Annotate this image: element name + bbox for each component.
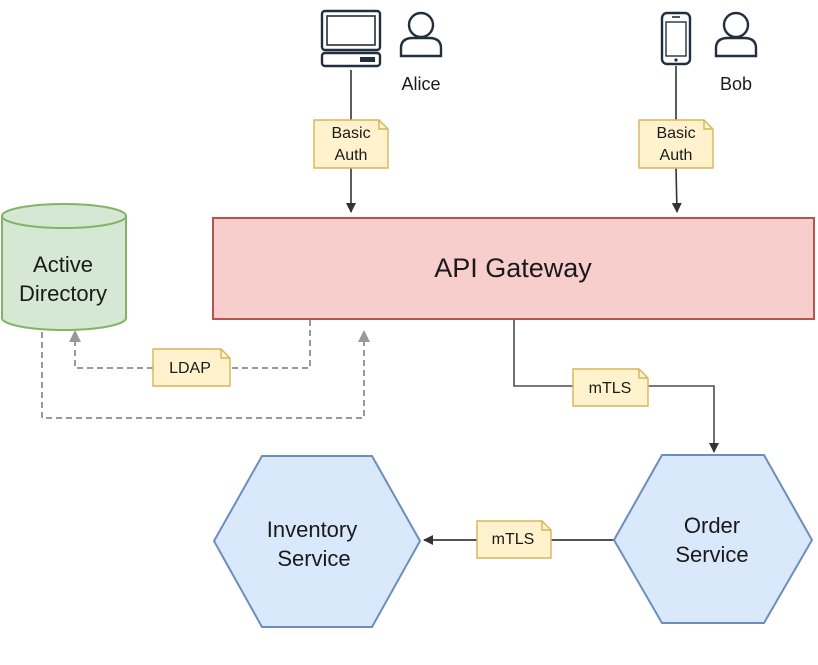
api-gateway-label: API Gateway — [434, 253, 592, 283]
bob-label: Bob — [720, 74, 752, 94]
alice-basic-auth-line2: Auth — [335, 147, 368, 164]
alice-user-icon — [399, 11, 443, 58]
inventory-service-line1: Inventory — [267, 517, 358, 542]
bob-basic-auth-line2: Auth — [660, 147, 693, 164]
ldap-label: LDAP — [169, 360, 211, 377]
edge-active-directory-to-gateway — [41, 330, 370, 419]
inventory-service-line2: Service — [277, 546, 350, 571]
edge-gateway-to-active-directory — [69, 320, 311, 369]
order-service-node[interactable]: Order Service — [612, 454, 814, 624]
mtls-order-inventory-label: mTLS — [492, 531, 535, 548]
order-service-line1: Order — [684, 513, 740, 538]
edge-gateway-to-order-service — [513, 320, 719, 453]
bob-basic-auth-line1: Basic — [656, 125, 695, 142]
inventory-service-node[interactable]: Inventory Service — [212, 455, 422, 628]
mtls-order-inventory-note[interactable]: mTLS — [476, 520, 552, 559]
bob-basic-auth-note[interactable]: Basic Auth — [638, 119, 714, 169]
mobile-phone-icon — [660, 11, 692, 66]
alice-label: Alice — [401, 74, 440, 94]
mtls-gateway-order-label: mTLS — [589, 380, 632, 397]
active-directory-line1: Active — [33, 252, 93, 277]
ldap-note[interactable]: LDAP — [152, 348, 231, 387]
alice-basic-auth-line1: Basic — [331, 125, 370, 142]
laptop-icon — [320, 9, 382, 68]
mtls-gateway-order-note[interactable]: mTLS — [572, 368, 649, 407]
active-directory-node[interactable]: Active Directory — [1, 203, 127, 331]
active-directory-line2: Directory — [19, 281, 107, 306]
bob-user-icon — [714, 11, 758, 58]
order-service-line2: Service — [675, 542, 748, 567]
api-gateway-node[interactable]: API Gateway — [212, 217, 815, 320]
alice-basic-auth-note[interactable]: Basic Auth — [313, 119, 389, 169]
edge-bob-to-gateway — [671, 66, 682, 213]
